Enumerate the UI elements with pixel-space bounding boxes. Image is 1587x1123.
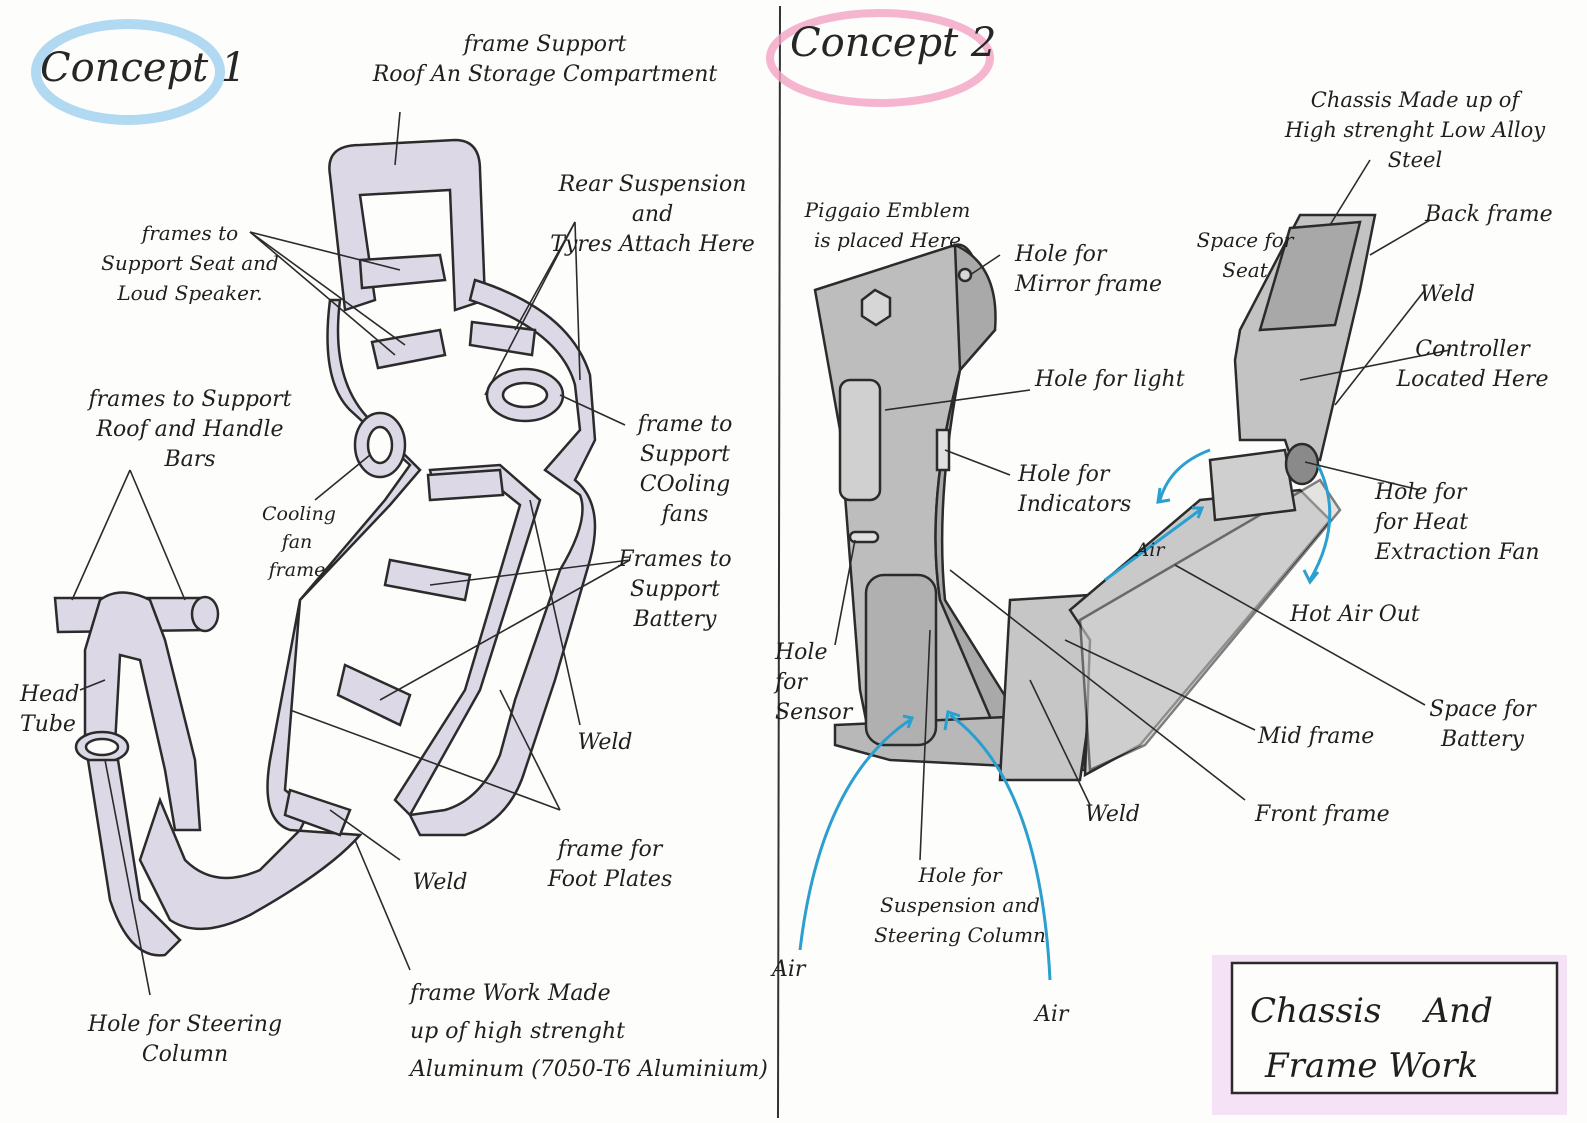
label-cooling-fan-frame: Cooling fan frame xyxy=(262,503,336,581)
label-air-left: Air xyxy=(772,957,806,982)
label-foot-plates: frame for Foot Plates xyxy=(547,837,673,892)
label-hole-sensor: Hole for Sensor xyxy=(775,640,853,725)
label-mid-frame: Mid frame xyxy=(1258,724,1375,749)
concept2-heading: Concept 2 xyxy=(790,20,997,66)
label-steering-column: Hole for Steering Column xyxy=(87,1012,283,1067)
label-frame-cooling-fans: frame to Support COoling fans xyxy=(637,412,733,527)
label-head-tube: Head Tube xyxy=(20,682,80,737)
title-box-line2: Frame Work xyxy=(1265,1046,1479,1086)
label-air-right: Air xyxy=(1035,1002,1069,1027)
concept1-leader-lines xyxy=(71,111,631,996)
label-chassis-steel: Chassis Made up of High strenght Low All… xyxy=(1284,88,1546,172)
label-frames-roof: frames to Support Roof and Handle Bars xyxy=(88,387,292,472)
label-back-frame: Back frame xyxy=(1425,202,1553,227)
label-suspension: Hole for Suspension and Steering Column xyxy=(874,863,1046,947)
concept2-leader-lines xyxy=(834,159,1451,861)
label-hole-indicators: Hole for Indicators xyxy=(1018,462,1132,517)
label-air-mid: Air xyxy=(1135,539,1165,561)
label-controller: Controller Located Here xyxy=(1396,337,1549,392)
label-piaggio: Piggaio Emblem is placed Here xyxy=(804,198,971,252)
concept1-highlight xyxy=(31,19,225,125)
concept1-heading: Concept 1 xyxy=(40,45,247,91)
concept2-highlight xyxy=(766,9,994,107)
label-mirror: Hole for Mirror frame xyxy=(1015,242,1163,297)
label-hot-air: Hot Air Out xyxy=(1290,602,1420,627)
label-front-frame: Front frame xyxy=(1255,802,1390,827)
label-frames-seat: frames to Support Seat and Loud Speaker. xyxy=(101,221,279,305)
label-weld-right: Weld xyxy=(577,730,633,755)
label-space-seat: Space for Seat xyxy=(1196,228,1294,282)
label-frames-battery: Frames to Support Battery xyxy=(618,547,732,632)
concept2-chassis-drawing xyxy=(813,213,1377,782)
title-box-line1: Chassis And xyxy=(1250,991,1493,1031)
label-weld-bottom: Weld xyxy=(412,870,468,895)
label-weld-top: Weld xyxy=(1420,282,1475,307)
concept2-air-arrows xyxy=(798,448,1332,981)
label-rear-suspension: Rear Suspension and Tyres Attach Here xyxy=(550,172,755,257)
label-frame-support: frame Support Roof An Storage Compartmen… xyxy=(372,32,718,87)
label-heat-fan: Hole for for Heat Extraction Fan xyxy=(1375,480,1540,565)
label-framework: frame Work Made up of high strenght Alum… xyxy=(410,981,768,1082)
label-weld-c2: Weld xyxy=(1085,802,1140,827)
page-divider xyxy=(777,5,781,1119)
label-hole-light: Hole for light xyxy=(1035,367,1185,392)
title-box-frame xyxy=(1230,961,1559,1095)
concept1-frame-drawing xyxy=(53,138,597,957)
label-space-battery: Space for Battery xyxy=(1429,697,1536,752)
